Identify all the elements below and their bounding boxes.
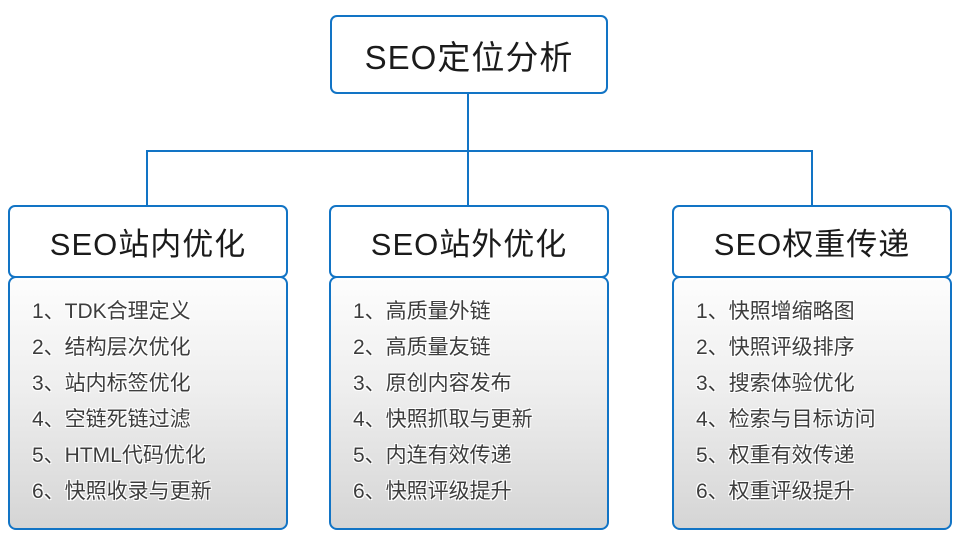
column-offsite-list: 1、高质量外链 2、高质量友链 3、原创内容发布 4、快照抓取与更新 5、内连有… <box>353 294 607 510</box>
list-item: 1、TDK合理定义 <box>32 300 191 323</box>
column-onsite-header: SEO站内优化 <box>8 205 288 278</box>
list-item: 1、高质量外链 <box>353 300 491 323</box>
connector-drop-right <box>811 150 813 207</box>
column-weight-title: SEO权重传递 <box>713 227 911 262</box>
column-weight-transfer: SEO权重传递 1、快照增缩略图 2、快照评级排序 3、搜索体验优化 4、检索与… <box>672 205 952 530</box>
column-onsite-optimization: SEO站内优化 1、TDK合理定义 2、结构层次优化 3、站内标签优化 4、空链… <box>8 205 288 530</box>
list-item: 3、站内标签优化 <box>32 372 191 395</box>
list-item: 2、高质量友链 <box>353 336 491 359</box>
list-item: 1、快照增缩略图 <box>696 300 855 323</box>
list-item: 6、快照评级提升 <box>353 480 512 503</box>
connector-root-stem <box>467 94 469 152</box>
list-item: 6、权重评级提升 <box>696 480 855 503</box>
root-node-seo-positioning: SEO定位分析 <box>330 15 608 94</box>
connector-horizontal-rail <box>146 150 813 152</box>
column-onsite-list: 1、TDK合理定义 2、结构层次优化 3、站内标签优化 4、空链死链过滤 5、H… <box>32 294 286 510</box>
list-item: 3、原创内容发布 <box>353 372 512 395</box>
list-item: 5、权重有效传递 <box>696 444 855 467</box>
list-item: 4、检索与目标访问 <box>696 408 876 431</box>
column-offsite-title: SEO站外优化 <box>370 227 568 262</box>
column-weight-list: 1、快照增缩略图 2、快照评级排序 3、搜索体验优化 4、检索与目标访问 5、权… <box>696 294 950 510</box>
list-item: 6、快照收录与更新 <box>32 480 212 503</box>
list-item: 4、空链死链过滤 <box>32 408 191 431</box>
root-node-title: SEO定位分析 <box>364 38 574 76</box>
column-onsite-title: SEO站内优化 <box>49 227 247 262</box>
list-item: 5、内连有效传递 <box>353 444 512 467</box>
connector-drop-left <box>146 150 148 207</box>
list-item: 5、HTML代码优化 <box>32 444 206 467</box>
column-onsite-list-panel: 1、TDK合理定义 2、结构层次优化 3、站内标签优化 4、空链死链过滤 5、H… <box>8 276 288 530</box>
column-offsite-optimization: SEO站外优化 1、高质量外链 2、高质量友链 3、原创内容发布 4、快照抓取与… <box>329 205 609 530</box>
connector-drop-middle <box>467 150 469 207</box>
list-item: 2、结构层次优化 <box>32 336 191 359</box>
column-weight-list-panel: 1、快照增缩略图 2、快照评级排序 3、搜索体验优化 4、检索与目标访问 5、权… <box>672 276 952 530</box>
column-weight-header: SEO权重传递 <box>672 205 952 278</box>
column-offsite-list-panel: 1、高质量外链 2、高质量友链 3、原创内容发布 4、快照抓取与更新 5、内连有… <box>329 276 609 530</box>
list-item: 2、快照评级排序 <box>696 336 855 359</box>
list-item: 3、搜索体验优化 <box>696 372 855 395</box>
column-offsite-header: SEO站外优化 <box>329 205 609 278</box>
list-item: 4、快照抓取与更新 <box>353 408 533 431</box>
